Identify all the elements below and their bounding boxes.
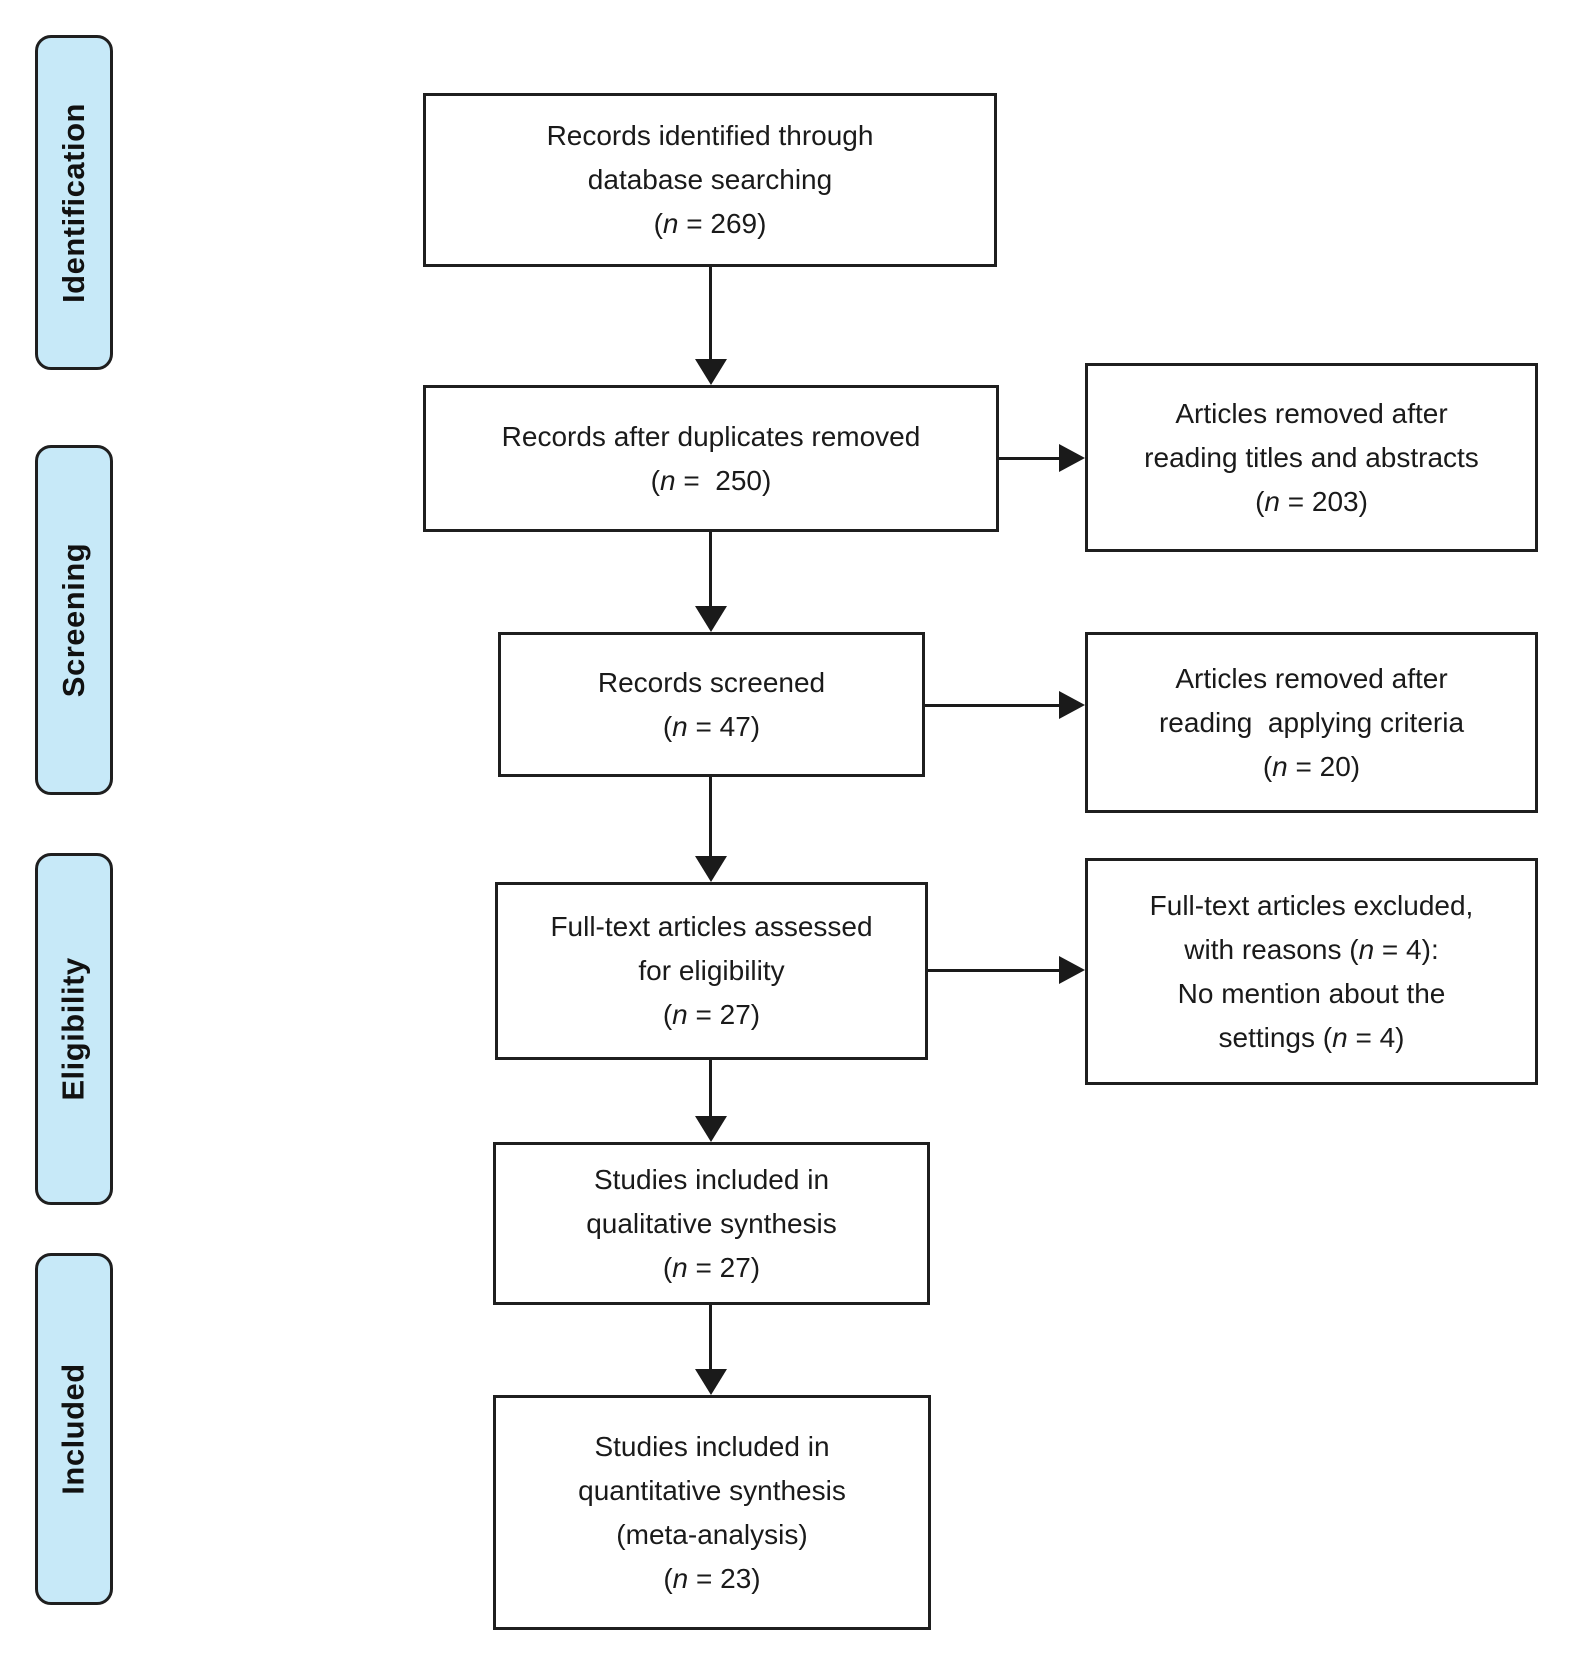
box-count: (n = 47) (662, 710, 761, 742)
box-line: Records screened (597, 666, 826, 698)
stage-identification-label: Identification (56, 102, 92, 303)
arrow-right-icon (1059, 444, 1085, 472)
box-line: with reasons (n = 4): (1184, 933, 1439, 965)
box-count: (n = 203) (1255, 485, 1368, 517)
box-line: Articles removed after (1175, 397, 1448, 429)
box-qualitative-synthesis: Studies included in qualitative synthesi… (493, 1142, 930, 1305)
box-records-after-duplicates: Records after duplicates removed (n = 25… (423, 385, 999, 532)
box-line: qualitative synthesis (586, 1207, 837, 1239)
arrow-line (925, 704, 1059, 707)
arrow-line (709, 532, 712, 606)
box-count: (n = 269) (653, 208, 767, 239)
stage-screening: Screening (35, 445, 113, 795)
stage-included: Included (35, 1253, 113, 1605)
stage-identification: Identification (35, 35, 113, 370)
arrow-down-icon (695, 1116, 727, 1142)
box-line: reading applying criteria (1158, 706, 1465, 738)
box-quantitative-synthesis: Studies included in quantitative synthes… (493, 1395, 931, 1630)
box-count: (n = 27) (662, 999, 761, 1030)
box-line: Studies included in (593, 1163, 830, 1195)
arrow-down-icon (695, 359, 727, 385)
arrow-down-icon (695, 1369, 727, 1395)
box-count: (n = 20) (1262, 750, 1361, 782)
box-records-identified: Records identified through database sear… (423, 93, 997, 267)
box-line: (meta-analysis) (616, 1518, 808, 1550)
stage-included-label: Included (56, 1363, 92, 1495)
arrow-right-icon (1059, 956, 1085, 984)
box-full-text-assessed: Full-text articles assessed for eligibil… (495, 882, 928, 1060)
arrow-line (709, 1305, 712, 1369)
stage-eligibility-label: Eligibility (56, 957, 92, 1101)
arrow-line (999, 457, 1059, 460)
box-records-screened: Records screened (n = 47) (498, 632, 925, 777)
box-line: Full-text articles excluded, (1149, 889, 1474, 921)
arrow-down-icon (695, 856, 727, 882)
box-count: settings (n = 4) (1218, 1021, 1405, 1053)
arrow-down-icon (695, 606, 727, 632)
box-line: No mention about the (1177, 977, 1446, 1009)
box-removed-applying-criteria: Articles removed after reading applying … (1085, 632, 1538, 813)
stage-eligibility: Eligibility (35, 853, 113, 1205)
arrow-line (928, 969, 1059, 972)
stage-screening-label: Screening (56, 542, 92, 698)
box-removed-titles-abstracts: Articles removed after reading titles an… (1085, 363, 1538, 552)
box-line: Records identified through (546, 120, 874, 151)
box-line: database searching (587, 164, 833, 195)
box-line: Full-text articles assessed (550, 911, 873, 942)
box-count: (n = 27) (662, 1251, 761, 1283)
box-line: reading titles and abstracts (1144, 441, 1479, 473)
box-count: (n = 250) (650, 464, 772, 496)
arrow-line (709, 1060, 712, 1116)
arrow-line (709, 777, 712, 856)
box-line: for eligibility (638, 955, 785, 986)
arrow-right-icon (1059, 691, 1085, 719)
box-full-text-excluded: Full-text articles excluded, with reason… (1085, 858, 1538, 1085)
box-line: Articles removed after (1175, 662, 1448, 694)
box-line: Records after duplicates removed (501, 420, 921, 452)
box-line: quantitative synthesis (578, 1474, 846, 1506)
box-count: (n = 23) (663, 1562, 761, 1594)
box-line: Studies included in (594, 1430, 830, 1462)
arrow-line (709, 267, 712, 359)
